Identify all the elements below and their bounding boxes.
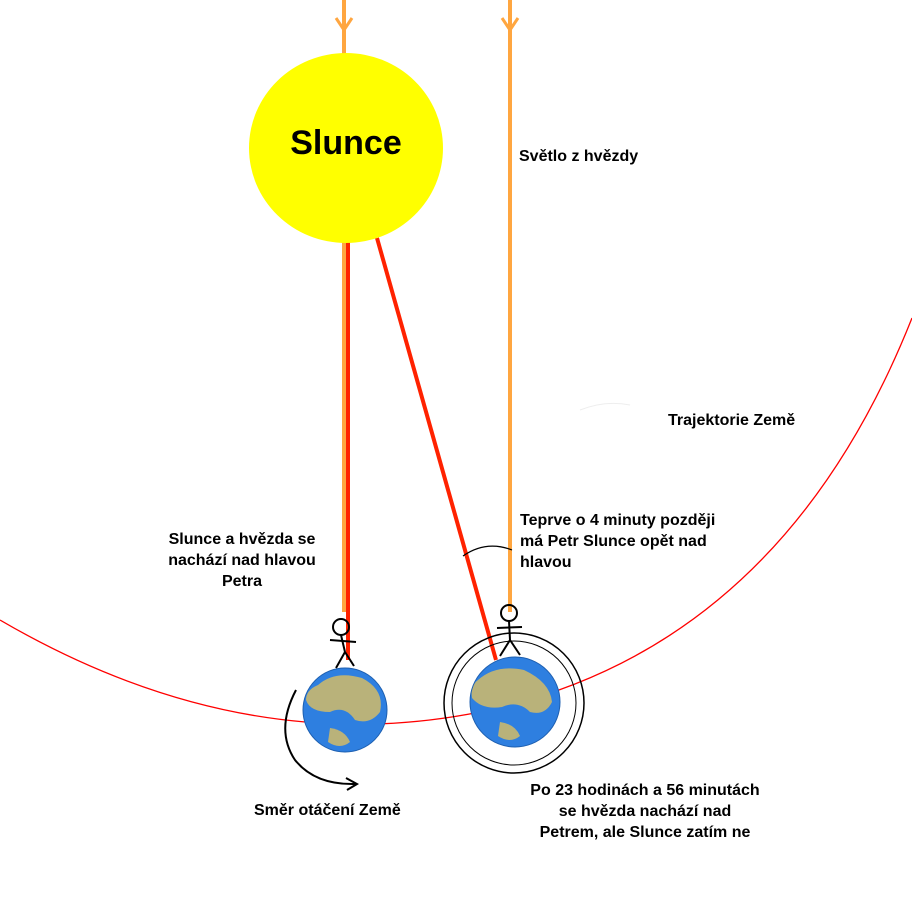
bottom-note-line: Po 23 hodinách a 56 minutách: [530, 782, 760, 799]
sun: [249, 53, 443, 243]
right-note: Teprve o 4 minuty později má Petr Slunce…: [520, 510, 715, 573]
earth-orbit-label: Trajektorie Země: [668, 412, 796, 429]
rotation-label: Směr otáčení Země: [254, 802, 401, 819]
sun-rays: [346, 237, 498, 661]
bottom-note: Po 23 hodinách a 56 minutách se hvězda n…: [505, 780, 785, 843]
left-note-line: Petra: [221, 573, 263, 590]
star-light-label: Světlo z hvězdy: [519, 148, 639, 165]
right-note-line: Teprve o 4 minuty později: [520, 512, 716, 529]
sun-label: Slunce: [290, 124, 402, 162]
star-light-arrow-icon: [334, 17, 520, 33]
rotation-arrow-icon: [284, 689, 360, 791]
angle-arc: [462, 545, 513, 557]
bottom-note-line: Petrem, ale Slunce zatím ne: [539, 824, 751, 841]
earth-globe-icon: [443, 632, 585, 774]
stick-figure-icon: [496, 604, 523, 657]
bottom-note-line: se hvězda nachází nad: [558, 803, 732, 820]
right-note-line: má Petr Slunce opět nad: [520, 533, 707, 550]
faint-mark: [579, 402, 631, 411]
left-note-line: Slunce a hvězda se: [168, 531, 316, 548]
left-note: Slunce a hvězda se nachází nad hlavou Pe…: [147, 529, 337, 592]
stick-figure-icon: [329, 618, 357, 669]
left-note-line: nachází nad hlavou: [168, 552, 316, 569]
right-note-line: hlavou: [520, 554, 572, 571]
earth-globe-icon: [302, 667, 388, 753]
